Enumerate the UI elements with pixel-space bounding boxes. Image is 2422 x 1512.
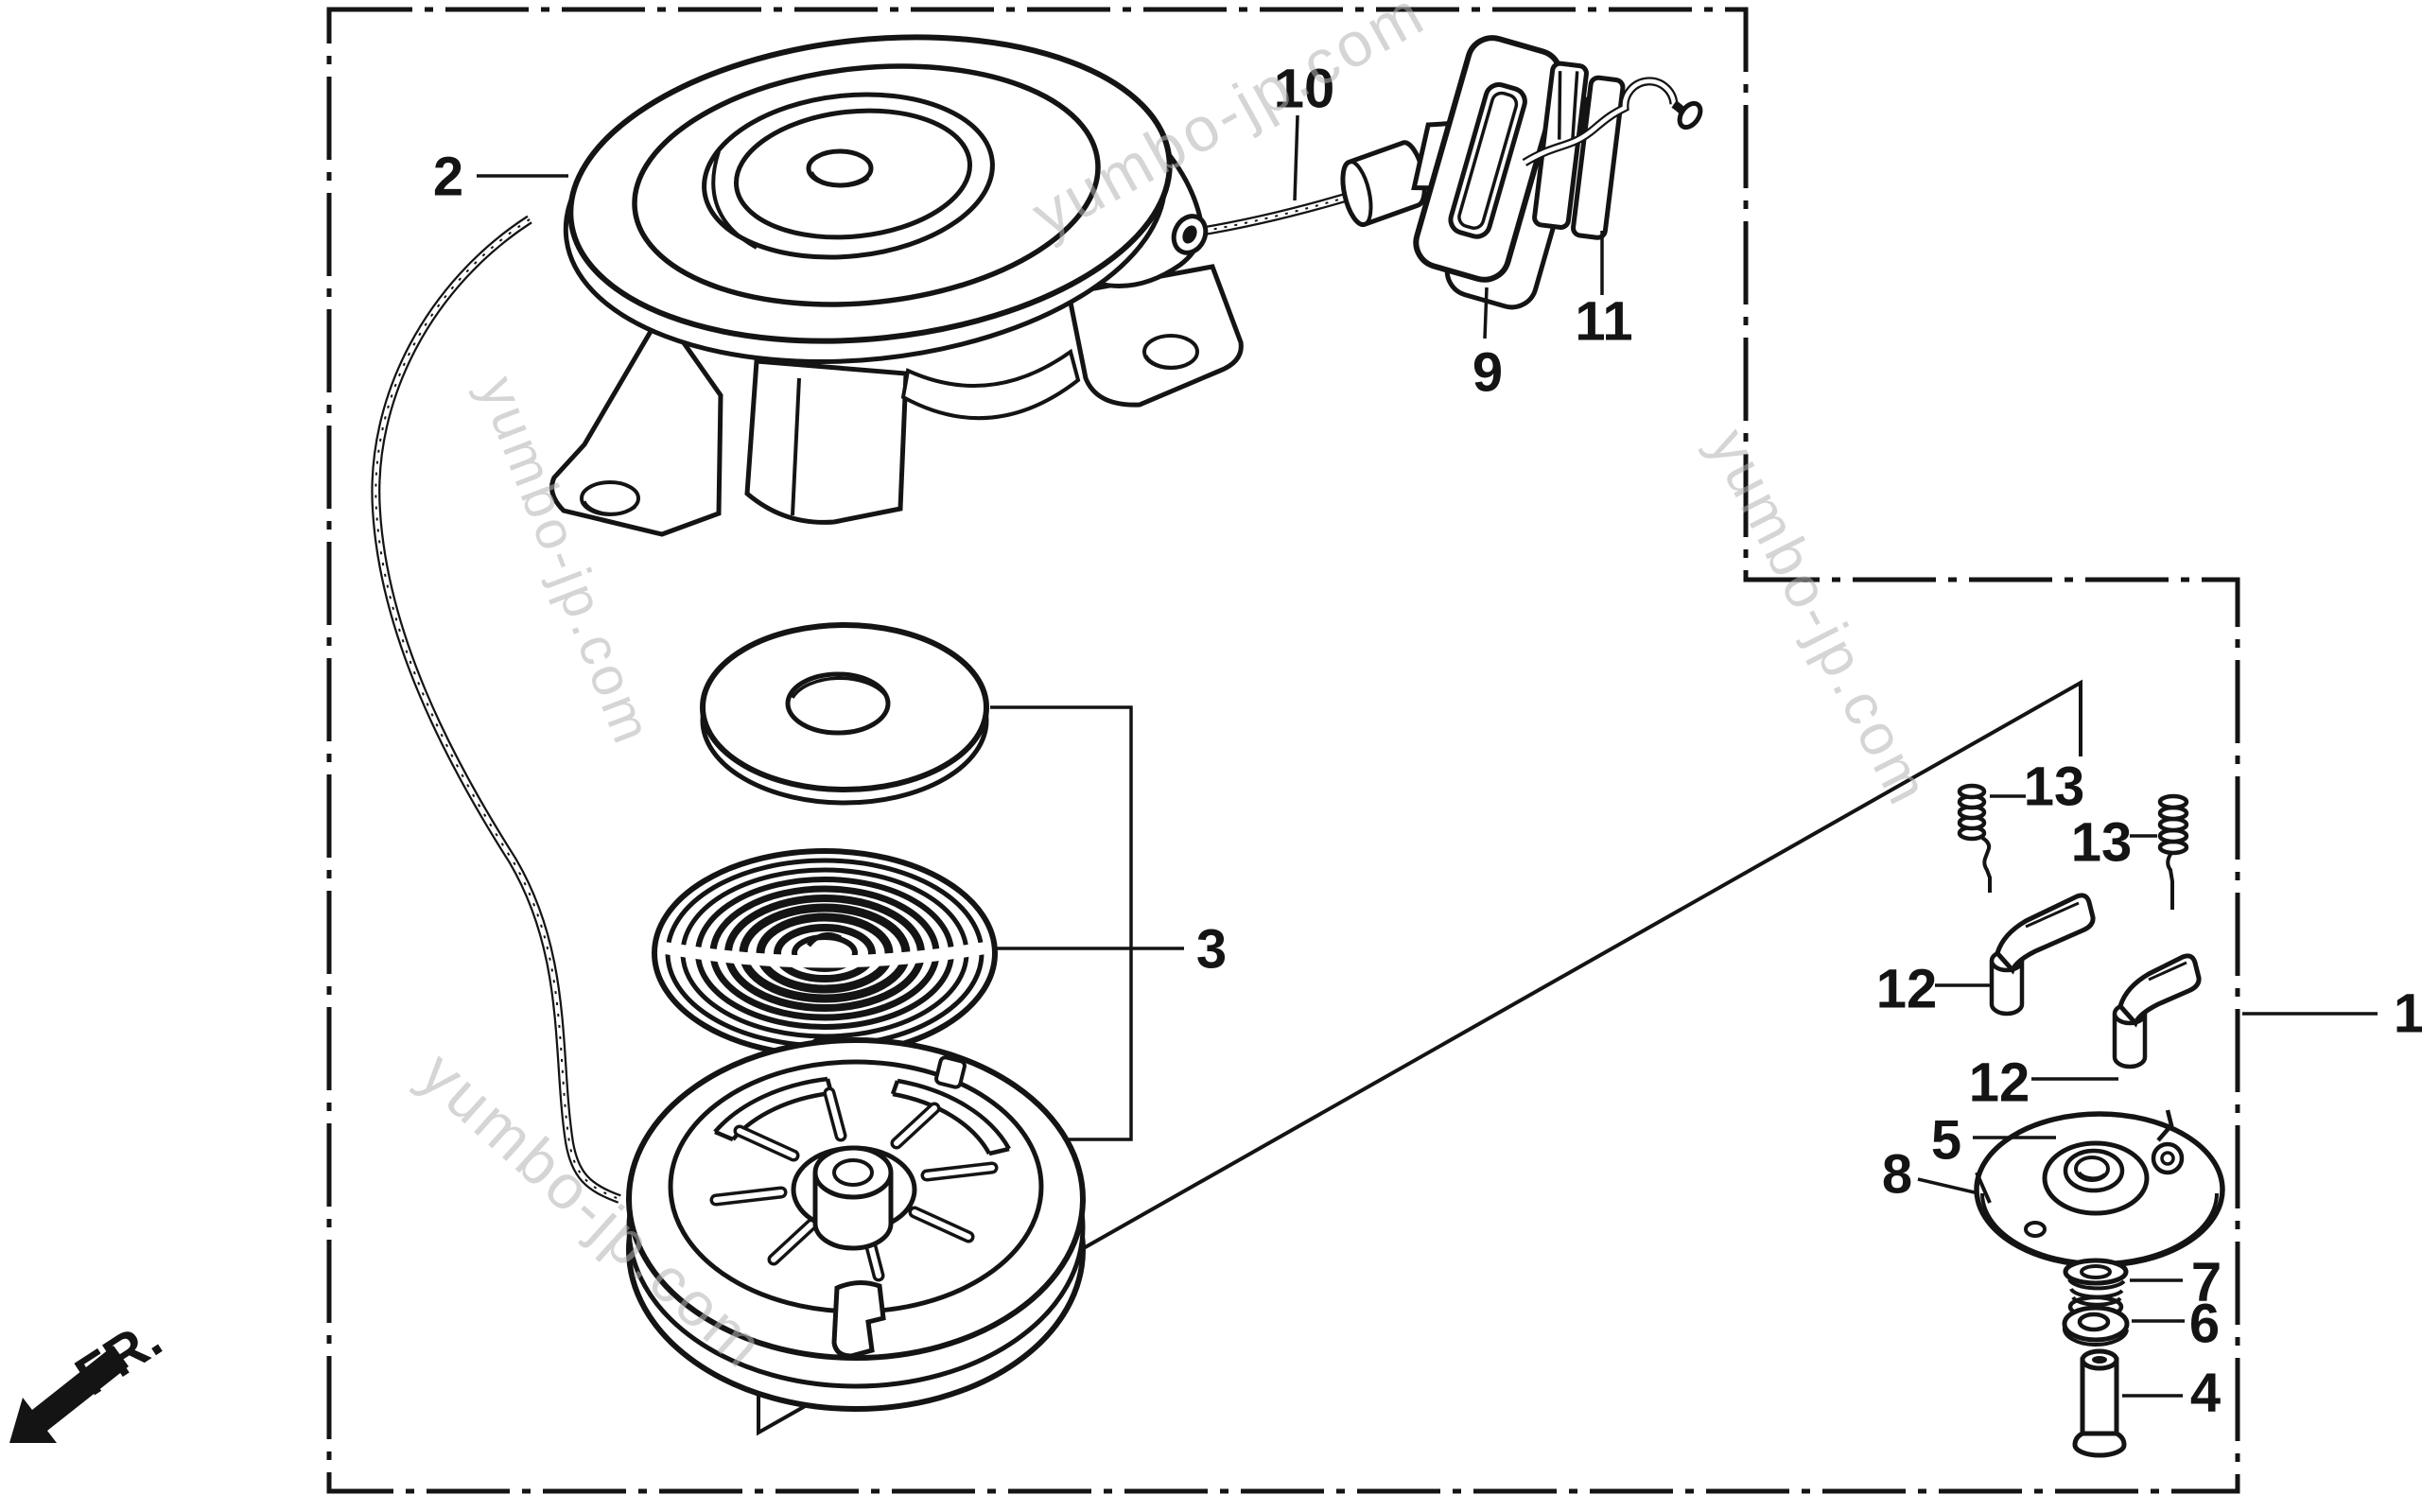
friction-spring-7	[2063, 1258, 2129, 1319]
starter-housing	[549, 34, 1244, 537]
part-label-2: 2	[433, 147, 463, 208]
part-label-12: 12	[1969, 1052, 2030, 1114]
washer-hole	[785, 671, 891, 736]
assembly-group-leader-line	[757, 679, 2082, 1436]
pulley-pawl-tab	[831, 1280, 886, 1359]
grip-slot	[1448, 82, 1527, 239]
housing-ring	[632, 63, 1101, 307]
part-label-13: 13	[2024, 756, 2085, 818]
part-label-4: 4	[2190, 1363, 2221, 1424]
leader-line-8	[1917, 1177, 1979, 1195]
part-label-3: 3	[1196, 919, 1227, 981]
part-label-12: 12	[1876, 959, 1938, 1020]
rope-ferrule	[1340, 140, 1427, 228]
housing-left-leg	[549, 307, 723, 537]
watermark-text: yumbo-jp.com	[1697, 419, 1943, 817]
ratchet-pawl-12-lower	[2112, 953, 2202, 1069]
part-label-11: 11	[1575, 291, 1632, 353]
part-label-7: 7	[2191, 1252, 2222, 1313]
pawl-spring-13-right	[2157, 793, 2189, 910]
leader-line-10	[1293, 114, 1299, 201]
rope-eyelet	[1171, 214, 1209, 255]
frame-border	[326, 7, 2240, 1494]
part-label-9: 9	[1472, 342, 1503, 404]
housing-right-bracket	[1066, 264, 1244, 408]
leader-lines	[477, 114, 2378, 1398]
pivot-pin-4	[2072, 1348, 2127, 1458]
starter-rope-loop	[371, 215, 621, 1204]
pawl-spring-13-left	[1957, 783, 1992, 893]
part-label-13: 13	[2071, 812, 2133, 874]
part-label-5: 5	[1931, 1110, 1961, 1172]
part-label-10: 10	[1274, 59, 1335, 120]
leader-line-3	[990, 705, 1133, 1141]
part-label-1: 1	[2394, 983, 2422, 1045]
ratchet-case-8	[1974, 1109, 2225, 1268]
part-label-8: 8	[1882, 1144, 1912, 1206]
housing-web	[900, 348, 1081, 421]
rope-pulley	[626, 1037, 1086, 1412]
washer-6	[2062, 1305, 2130, 1347]
housing-center-leg	[744, 358, 909, 525]
friction-plate-washer	[700, 622, 989, 806]
rope-end-wire-hook	[1522, 77, 1703, 166]
leader-line-9	[1483, 287, 1489, 339]
front-direction-indicator: FR.	[9, 1308, 172, 1443]
front-arrow-icon	[9, 1346, 129, 1443]
ratchet-pawl-12-upper	[1989, 893, 2096, 1017]
part-label-6: 6	[2189, 1294, 2220, 1355]
